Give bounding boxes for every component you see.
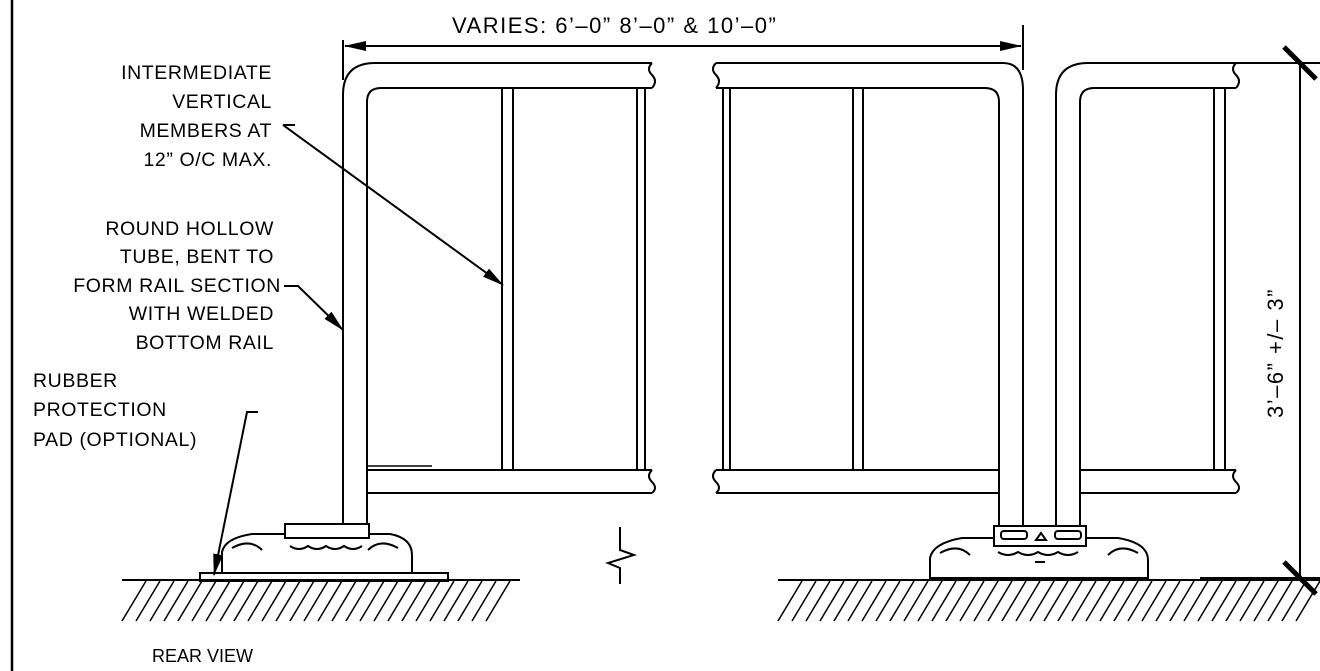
tube-line-5: BOTTOM RAIL: [136, 332, 274, 354]
pad-line-3: PAD (OPTIONAL): [33, 429, 197, 451]
right-rubber-base: [929, 525, 1149, 579]
break-symbol: [605, 527, 638, 584]
middle-rail-panel: [712, 62, 1024, 530]
right-rail-panel: [1055, 62, 1240, 530]
left-rail-panel: [342, 62, 656, 530]
tube-line-1: ROUND HOLLOW: [105, 218, 274, 240]
height-dimension-label: 3’–6” +/– 3”: [1263, 288, 1288, 418]
pad-leader: [213, 411, 258, 576]
width-dimension: VARIES: 6’–0” 8’–0” & 10’–0”: [342, 13, 1024, 80]
intermediate-leader: [282, 124, 504, 286]
intermediate-line-4: 12” O/C MAX.: [143, 149, 272, 171]
tube-leader: [284, 285, 344, 331]
height-dimension: 3’–6” +/– 3”: [1200, 45, 1320, 596]
intermediate-line-1: INTERMEDIATE: [121, 62, 272, 84]
intermediate-line-3: MEMBERS AT: [140, 120, 272, 142]
ground-left: [121, 579, 520, 622]
width-dimension-label: VARIES: 6’–0” 8’–0” & 10’–0”: [452, 13, 777, 38]
intermediate-line-2: VERTICAL: [172, 91, 272, 113]
tube-line-4: WITH WELDED: [129, 303, 274, 325]
view-title: REAR VIEW: [152, 646, 253, 666]
ground-right: [777, 579, 1320, 622]
tube-line-2: TUBE, BENT TO: [120, 246, 274, 268]
tube-line-3: FORM RAIL SECTION: [73, 275, 281, 297]
pad-line-1: RUBBER: [33, 370, 118, 392]
pad-line-2: PROTECTION: [33, 399, 167, 421]
left-rubber-base: [199, 523, 449, 582]
